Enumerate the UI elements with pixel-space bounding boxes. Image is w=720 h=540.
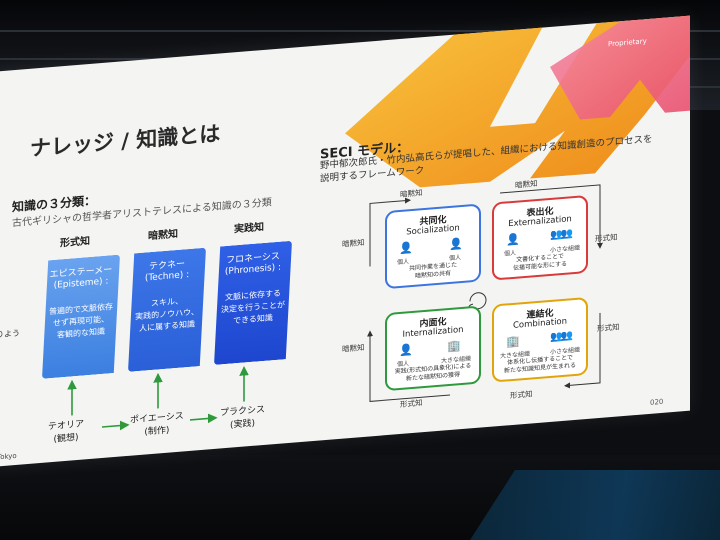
edge-label-bottom-right: 形式知: [510, 389, 533, 401]
person-icon: 👤: [506, 232, 520, 247]
building-icon: 🏢: [447, 339, 461, 354]
edge-label-left-lower: 暗黙知: [342, 342, 365, 354]
person-icon: 👤: [399, 240, 413, 256]
praxis-label: プラクシス (実践): [220, 404, 266, 431]
group-icon: 👥👥: [550, 330, 571, 343]
externalization-box: 表出化 Externalization 👤 👥👥 個人 小さな組織 文書化するこ…: [492, 194, 588, 281]
theoria-label: テオリア (観想): [48, 419, 85, 445]
internalization-box: 内面化 Internalization 👤 🏢 個人 大きな組織 実践(形式知の…: [385, 305, 481, 392]
combination-box: 連結化 Combination 🏢 👥👥 大きな組織 小さな組織 体系化し伝播す…: [492, 296, 588, 383]
person-icon: 👤: [449, 236, 463, 252]
edge-label-top-left: 暗黙知: [400, 188, 423, 200]
ceiling-truss: [0, 30, 720, 32]
socialization-box: 共同化 Socialization 👤 👤 個人 個人 共同作業を通じた 暗黙知…: [385, 203, 481, 290]
poiesis-label: ポイエーシス (制作): [130, 411, 184, 438]
edge-label-right-upper: 形式知: [595, 232, 618, 244]
building-icon: 🏢: [506, 334, 520, 349]
person-icon: 👤: [399, 342, 413, 358]
floor-light-stripe: [470, 470, 720, 540]
page-number: 020: [650, 397, 664, 407]
slide-decoration: [345, 15, 690, 188]
green-arrows: [67, 365, 249, 431]
edge-label-right-lower: 形式知: [597, 322, 620, 334]
projected-slide: Proprietary ナレッジ / 知識とは 知識の３分類： 古代ギリシャの哲…: [0, 15, 690, 467]
group-icon: 👥👥: [550, 228, 571, 241]
edge-label-left-upper: 暗黙知: [342, 237, 365, 249]
edge-label-bottom-left: 形式知: [400, 398, 423, 410]
edge-label-top-right: 暗黙知: [515, 178, 538, 190]
